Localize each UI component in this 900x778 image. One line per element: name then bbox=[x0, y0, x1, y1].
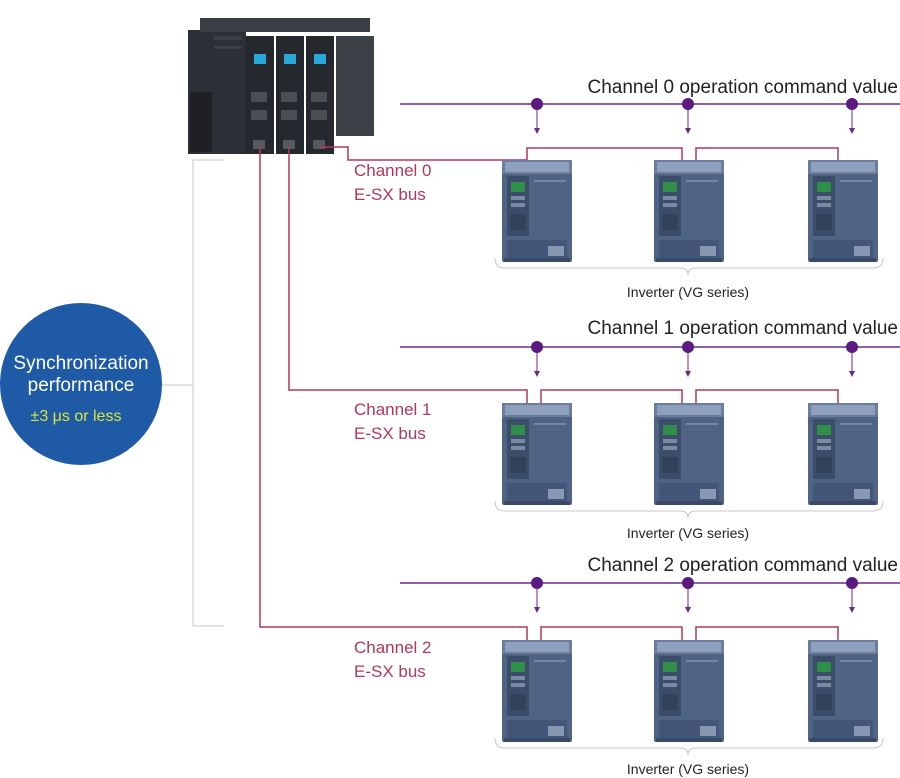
bus-label-1-line2: E-SX bus bbox=[354, 424, 426, 443]
inverter-brace bbox=[494, 257, 884, 276]
sync-title-line1: Synchronization bbox=[13, 353, 148, 374]
inverter-unit bbox=[502, 403, 572, 505]
arrow-down-icon bbox=[685, 128, 691, 134]
command-node bbox=[531, 98, 543, 110]
inverter-unit bbox=[654, 403, 724, 505]
inverter-brace bbox=[494, 737, 884, 756]
command-node bbox=[846, 577, 858, 589]
inverter-label-0: Inverter (VG series) bbox=[627, 284, 749, 300]
command-node bbox=[682, 341, 694, 353]
bus-label-2-line2: E-SX bus bbox=[354, 662, 426, 681]
inverter-unit bbox=[502, 160, 572, 262]
command-line-0 bbox=[400, 98, 900, 134]
inverter-unit bbox=[502, 640, 572, 742]
command-lines bbox=[400, 98, 900, 613]
bus-label-1-line1: Channel 1 bbox=[354, 400, 432, 419]
inverter-group-1 bbox=[494, 403, 884, 519]
inverter-label-1: Inverter (VG series) bbox=[627, 525, 749, 541]
bus-label-0-line2: E-SX bus bbox=[354, 185, 426, 204]
command-node bbox=[846, 341, 858, 353]
sync-title-line2: performance bbox=[28, 375, 135, 396]
bus-label-2-line1: Channel 2 bbox=[354, 638, 432, 657]
bus-label-0-line1: Channel 0 bbox=[354, 161, 432, 180]
inverter-label-2: Inverter (VG series) bbox=[627, 761, 749, 777]
inverter-unit bbox=[654, 160, 724, 262]
inverter-group-0 bbox=[494, 160, 884, 276]
arrow-down-icon bbox=[534, 128, 540, 134]
inverter-group-2 bbox=[494, 640, 884, 756]
arrow-down-icon bbox=[849, 128, 855, 134]
command-line-1 bbox=[400, 341, 900, 377]
bus-wiring bbox=[259, 146, 839, 640]
sync-performance-badge: Synchronization performance ±3 μs or les… bbox=[0, 303, 162, 465]
command-node bbox=[682, 577, 694, 589]
arrow-down-icon bbox=[849, 371, 855, 377]
sync-value: ±3 μs or less bbox=[31, 408, 122, 425]
inverter-brace bbox=[494, 500, 884, 519]
arrow-down-icon bbox=[685, 607, 691, 613]
controller-plc bbox=[188, 18, 374, 154]
inverter-unit bbox=[654, 640, 724, 742]
command-node bbox=[682, 98, 694, 110]
arrow-down-icon bbox=[534, 607, 540, 613]
arrow-down-icon bbox=[849, 607, 855, 613]
command-node bbox=[531, 341, 543, 353]
command-label-1: Channel 1 operation command value bbox=[587, 318, 898, 339]
command-label-2: Channel 2 operation command value bbox=[587, 555, 898, 576]
command-line-2 bbox=[400, 577, 900, 613]
command-label-0: Channel 0 operation command value bbox=[587, 77, 898, 98]
command-node bbox=[846, 98, 858, 110]
arrow-down-icon bbox=[534, 371, 540, 377]
inverter-unit bbox=[808, 403, 878, 505]
arrow-down-icon bbox=[685, 371, 691, 377]
command-node bbox=[531, 577, 543, 589]
inverter-unit bbox=[808, 160, 878, 262]
inverter-unit bbox=[808, 640, 878, 742]
